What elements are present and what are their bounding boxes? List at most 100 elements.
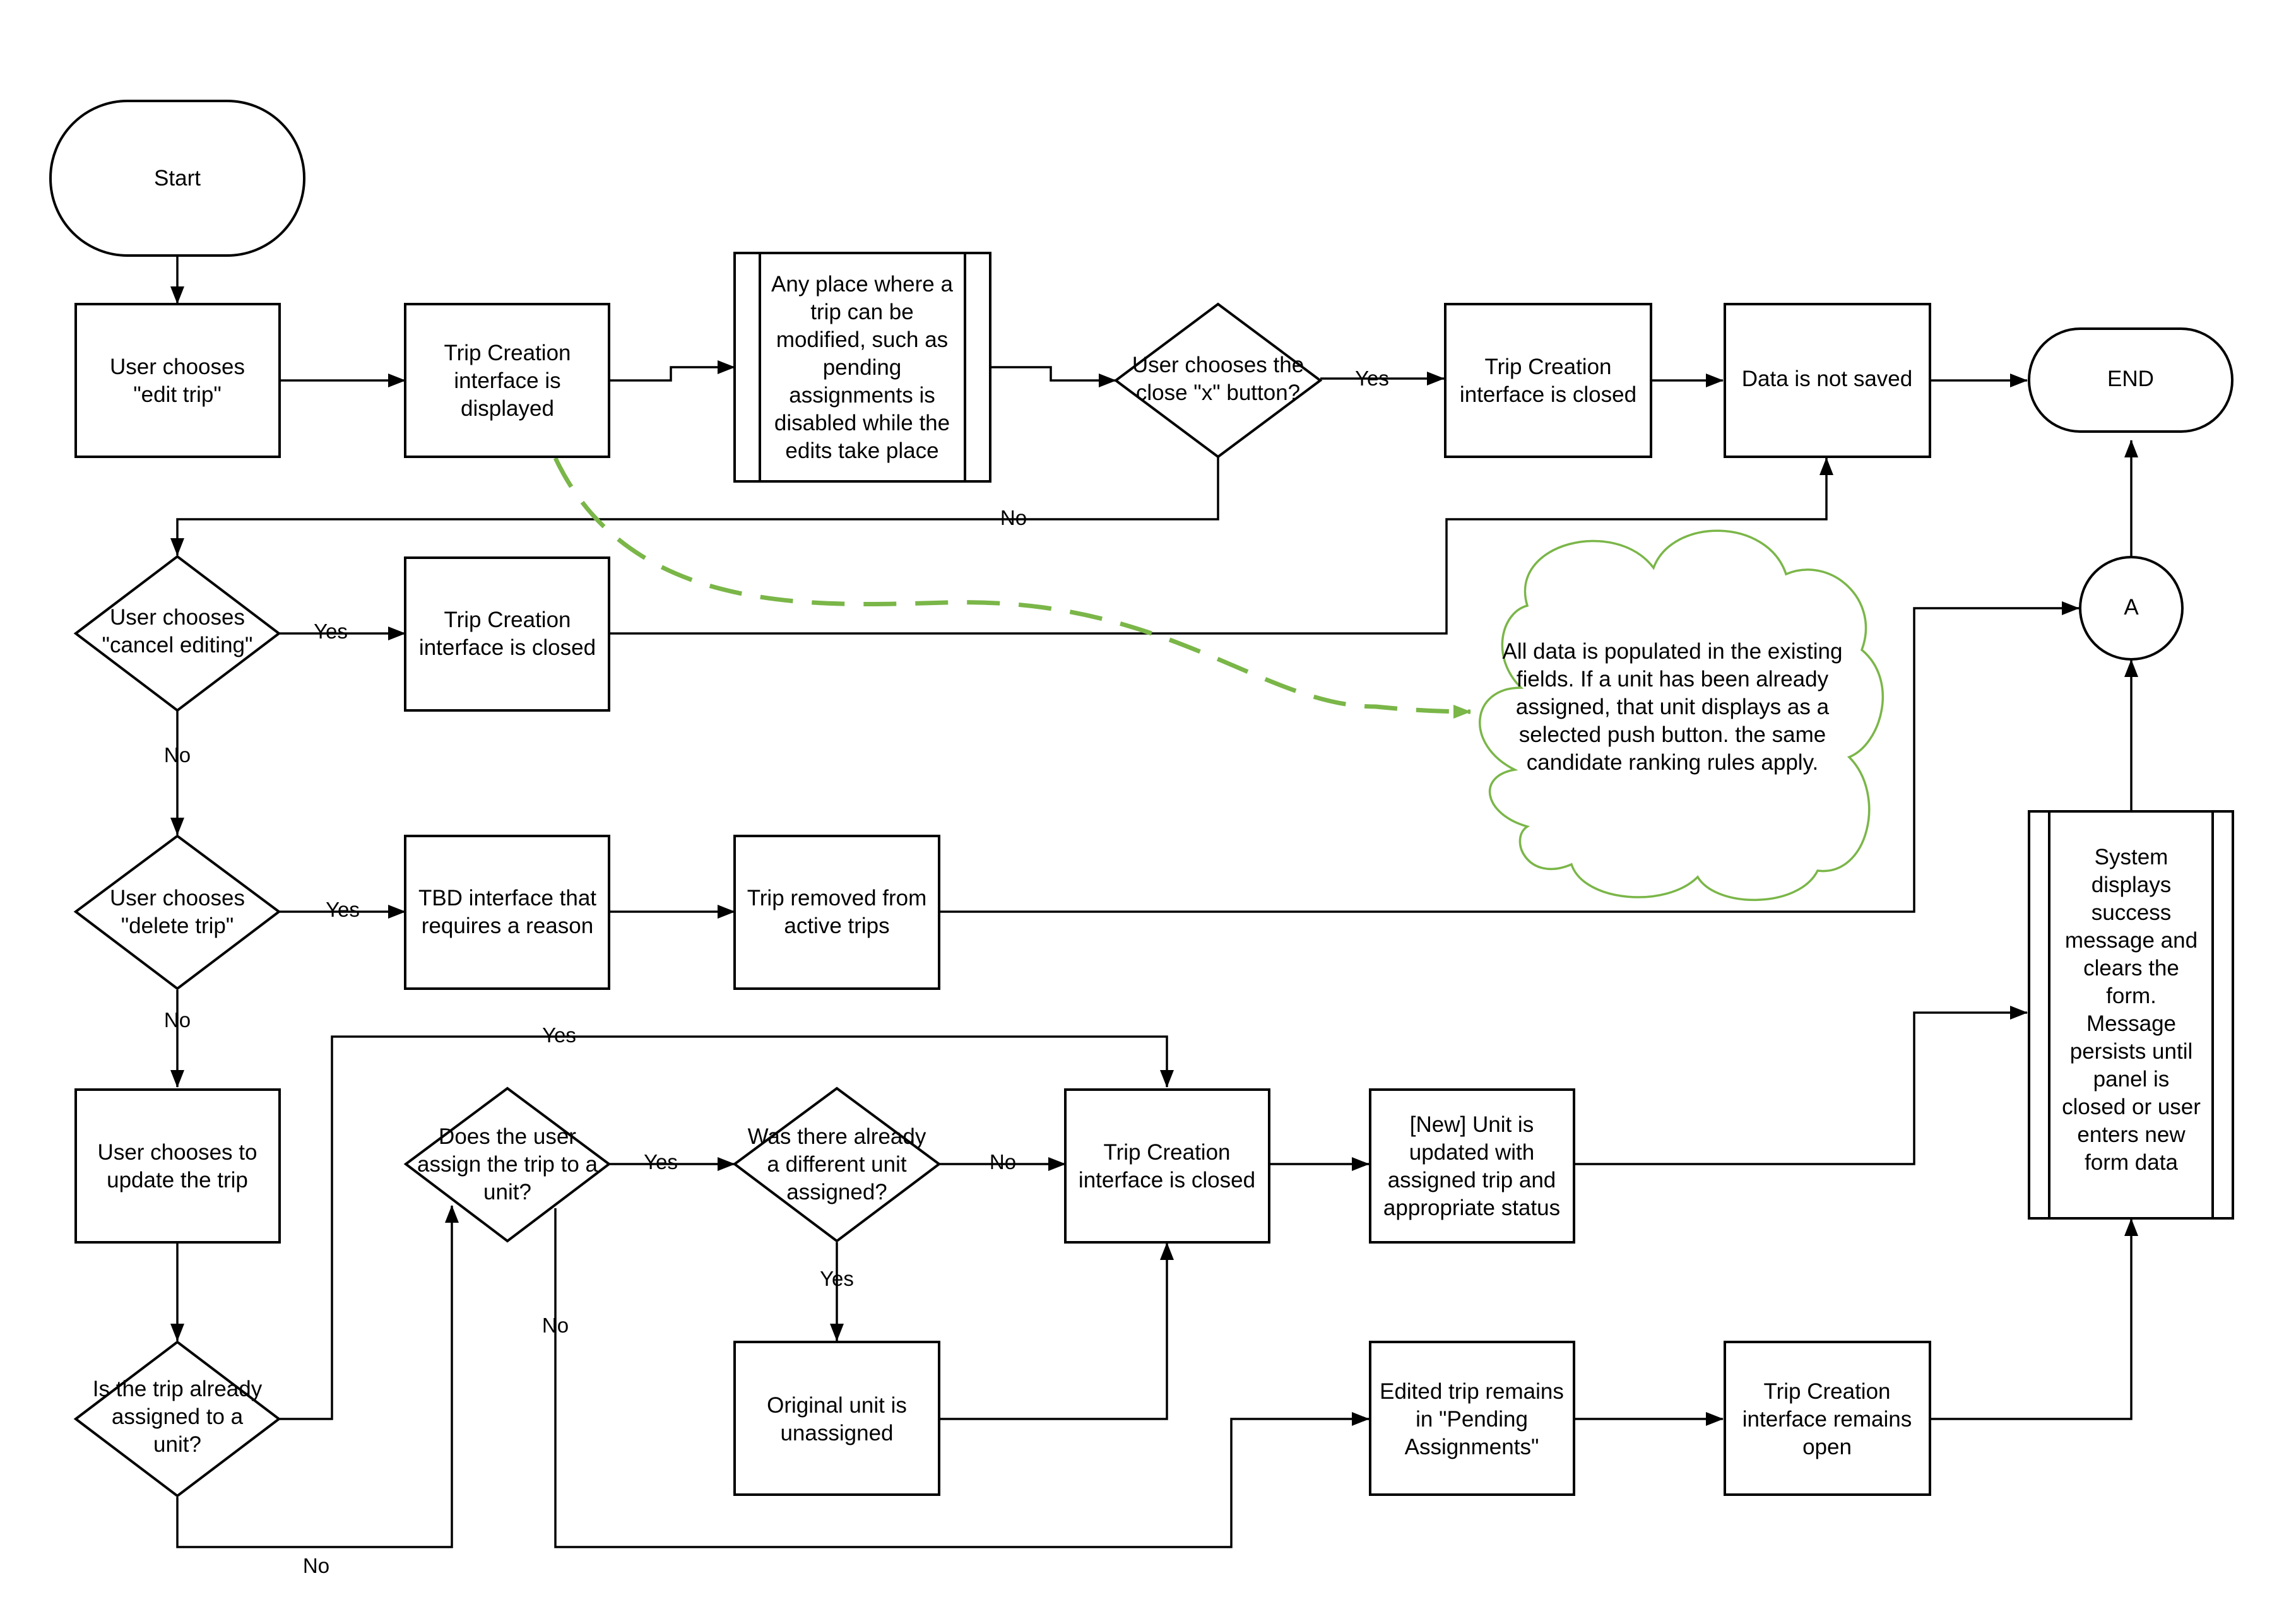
node-label-line: message and [2065,928,2198,953]
label-edit-trip: User chooses "edit trip" [110,355,245,407]
node-interface-displayed [404,303,610,458]
node-label-line: Data is not saved [1742,367,1912,391]
node-label-line: assigned? [786,1180,887,1204]
node-end [2028,327,2234,433]
label-already-assigned-decision: Is the trip already assigned to a unit? [93,1377,263,1457]
edge-label-different-yes: Yes [820,1267,854,1290]
edge-note-dashed [553,457,1471,719]
node-label-line: unit? [153,1432,201,1457]
node-label-line: TBD interface that [418,886,596,910]
edges [170,257,2138,1548]
label-start: Start [154,166,201,191]
node-label-line: assigned trip and [1388,1168,1556,1192]
node-label-line: enters new [2077,1122,2186,1147]
node-label-line: form data [2085,1150,2178,1175]
node-interface-remains-open [1724,1341,1931,1496]
node-label-line: clears the [2083,956,2179,980]
edge-label-assign-no: No [542,1314,569,1337]
node-data-not-saved [1724,303,1931,458]
node-label-line: a different unit [767,1152,906,1177]
node-label-line: Message [2086,1011,2176,1036]
node-original-unassigned [733,1341,940,1496]
node-label-line: Is the trip already [93,1377,263,1401]
node-label-line: END [2107,367,2154,391]
node-label-line: User chooses [110,605,245,630]
node-label-line: displayed [461,396,554,421]
label-connector-a: A [2124,595,2139,620]
edge-remains-open-to-success [1930,1218,2138,1420]
node-system-success [2028,810,2234,1220]
edge-already-assigned-no [176,1205,459,1548]
node-label-line: [New] Unit is [1410,1112,1534,1137]
node-closed-after-update [1064,1088,1270,1244]
node-label-line: Start [154,166,201,191]
node-label-line: interface is closed [1460,382,1636,407]
node-label-line: Was there already [748,1124,926,1149]
node-closed-after-cancel [404,556,610,712]
label-end: END [2107,367,2154,391]
edge-assign-no [554,1208,1370,1548]
node-update-trip [74,1088,281,1244]
node-label-line: Any place where a [771,272,953,297]
node-label-line: interface is [454,368,560,393]
edge-original-to-closed [939,1242,1174,1420]
node-label-line: success [2092,900,2171,925]
node-label-line: unit? [483,1180,531,1204]
node-trip-removed [733,835,940,990]
node-label-line: closed or user [2062,1095,2201,1119]
node-label-line: in "Pending [1416,1407,1528,1432]
node-edit-trip [74,303,281,458]
node-close-x-decision [1113,302,1323,459]
edge-label-cancel-no: No [164,743,191,767]
node-label-line: User chooses [110,355,245,379]
edge-cancel-closed-to-not-saved [609,457,1833,635]
node-closed-after-x [1444,303,1652,458]
node-label-line: Edited trip remains [1380,1379,1564,1404]
edge-label-delete-no: No [164,1008,191,1032]
node-label-line: A [2124,595,2139,620]
node-label-line: assigned to a [112,1404,244,1429]
label-cancel-editing-decision: User chooses "cancel editing" [102,605,253,657]
node-label-line: panel is [2093,1067,2170,1091]
edge-label-delete-yes: Yes [326,898,360,921]
edge-any-place-to-close-x [990,366,1116,387]
node-labels: Start User chooses "edit trip" Trip Creat… [93,166,2201,1459]
node-label-line: "delete trip" [121,914,234,938]
node-label-line: "edit trip" [133,382,222,407]
node-label-line: update the trip [107,1168,248,1192]
edge-label-different-no: No [990,1150,1016,1174]
node-label-line: active trips [784,914,889,938]
node-delete-trip-decision [73,834,281,991]
edge-new-unit-to-success [1574,1006,2028,1165]
node-cancel-editing-decision [73,555,281,712]
node-label-line: User chooses [110,886,245,910]
node-label-line: All data is populated in the existing [1503,639,1843,664]
node-label-line: Trip Creation [1104,1140,1231,1165]
node-label-line: appropriate status [1383,1196,1560,1220]
edge-label-already-assigned-yes: Yes [542,1023,576,1047]
edge-labels: Yes No Yes No Yes No Yes No Yes No No Ye… [164,367,1389,1577]
node-label-line: "cancel editing" [102,633,253,657]
node-label-line: unassigned [780,1421,893,1445]
node-label-line: User chooses to [98,1140,257,1165]
node-label-line: Does the user [439,1124,576,1149]
node-label-line: edits take place [785,438,938,463]
node-label-line: selected push button. the same [1519,722,1826,747]
node-label-line: assignments is [789,383,935,408]
edge-label-already-assigned-no: No [303,1554,329,1577]
label-different-unit-decision: Was there already a different unit assigne… [748,1124,926,1204]
node-label-line: form. [2106,984,2157,1008]
node-already-assigned-decision [73,1340,281,1498]
node-label-line: requires a reason [422,914,593,938]
node-any-place-disabled [733,252,991,483]
edge-close-x-no [170,456,1219,556]
node-label-line: Assignments" [1405,1435,1539,1459]
node-label-line: modified, such as [776,327,948,352]
